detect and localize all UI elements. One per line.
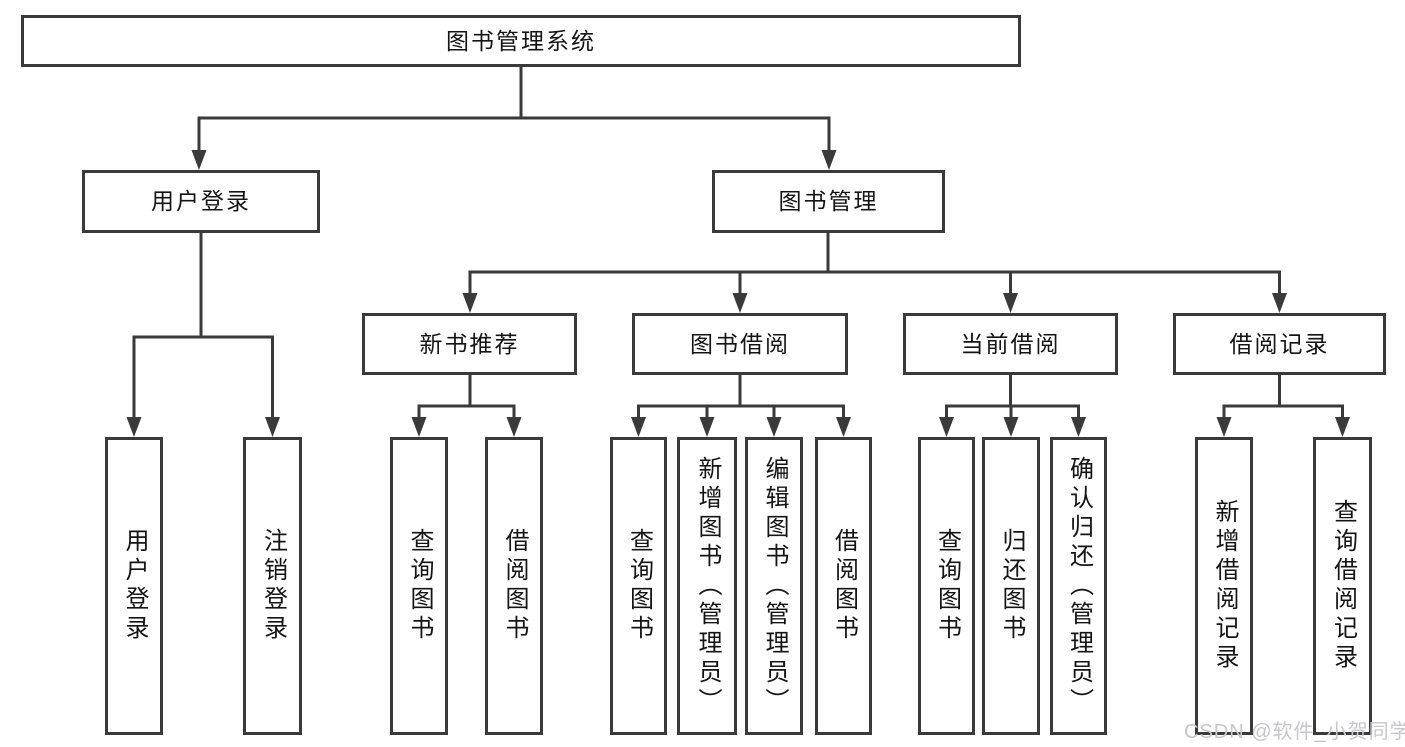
leaf-query-borrow-record: 查询借阅记录 xyxy=(1313,437,1372,735)
node-current-borrowing: 当前借阅 xyxy=(903,313,1118,375)
leaf-borrow-books-recommend: 借阅图书 xyxy=(485,437,543,735)
node-borrow-records: 借阅记录 xyxy=(1173,313,1386,375)
node-new-book-recommend: 新书推荐 xyxy=(362,313,577,375)
leaf-edit-books-admin: 编辑图书（管理员） xyxy=(745,437,803,735)
leaf-query-books-borrowing: 查询图书 xyxy=(610,437,667,735)
node-book-management-branch: 图书管理 xyxy=(712,170,945,233)
leaf-borrow-books: 借阅图书 xyxy=(815,437,872,735)
leaf-return-books: 归还图书 xyxy=(982,437,1040,735)
leaf-confirm-return-admin: 确认归还（管理员） xyxy=(1050,437,1107,735)
leaf-logout: 注销登录 xyxy=(243,437,302,735)
leaf-user-login: 用户登录 xyxy=(105,437,163,735)
leaf-query-books-current: 查询图书 xyxy=(918,437,975,735)
node-book-borrowing: 图书借阅 xyxy=(632,313,848,375)
leaf-add-borrow-record: 新增借阅记录 xyxy=(1195,437,1253,735)
node-root-system: 图书管理系统 xyxy=(21,15,1021,67)
node-user-login-branch: 用户登录 xyxy=(82,170,320,233)
leaf-query-books-recommend: 查询图书 xyxy=(390,437,448,735)
csdn-watermark: CSDN @软件_小贺同学 xyxy=(1184,721,1405,743)
leaf-add-books-admin: 新增图书（管理员） xyxy=(677,437,737,735)
